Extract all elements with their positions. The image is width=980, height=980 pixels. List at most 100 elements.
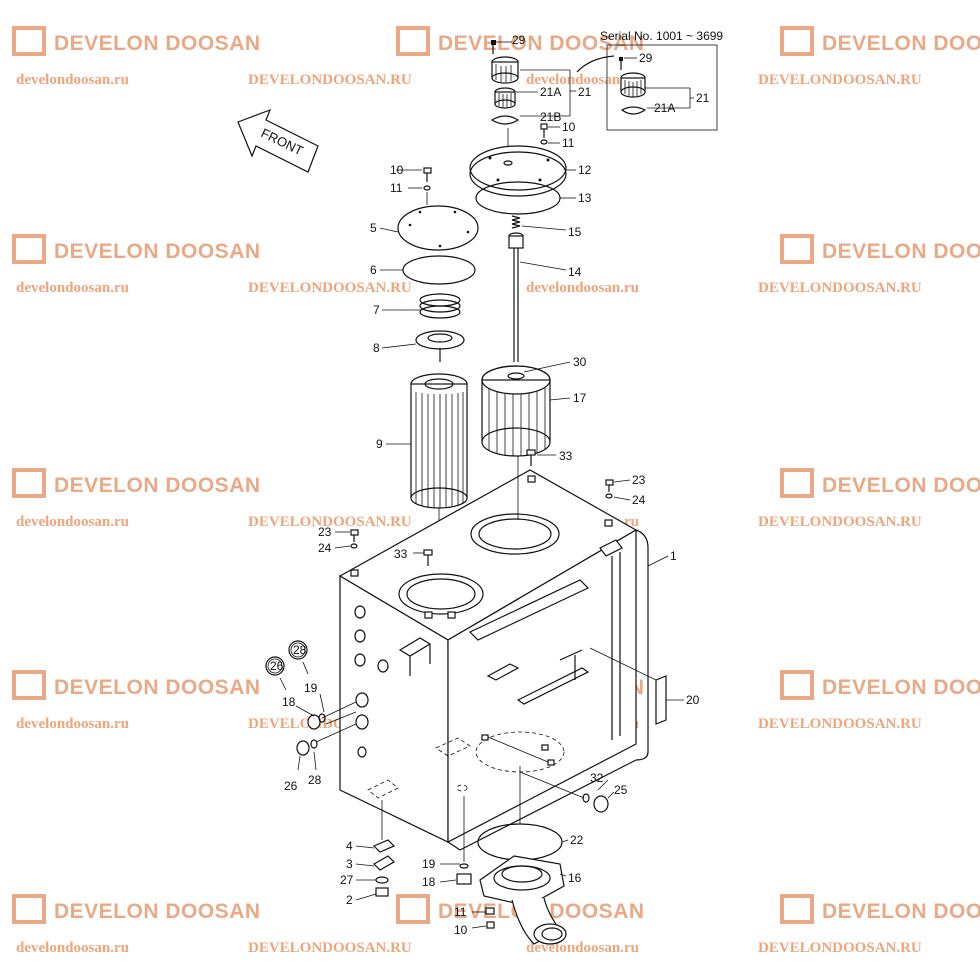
part-label: 5: [370, 221, 377, 235]
watermark-site: develondoosan.ru: [526, 280, 639, 296]
part-label: 21B: [540, 110, 561, 124]
part-label: 33: [394, 547, 408, 561]
part-label: 21A: [540, 85, 561, 99]
watermark-logo: DEVELON DOOSAN: [780, 894, 980, 924]
brand-logo-icon: [12, 894, 46, 924]
part-label: 24: [632, 493, 646, 507]
watermark-logo: DEVELON DOOSAN: [780, 26, 980, 56]
part-label: 9: [376, 437, 383, 451]
watermark-site: develondoosan.ru: [16, 280, 129, 296]
serial-box-frame: [606, 44, 718, 131]
hydraulic-tank-body: [338, 456, 684, 851]
watermark-logo: DEVELON DOOSAN: [12, 468, 261, 498]
brand-logo-icon: [12, 26, 46, 56]
brand-logo-icon: [12, 670, 46, 700]
watermark-site: DEVELONDOOSAN.RU: [248, 280, 412, 296]
part-label: 33: [559, 449, 573, 463]
watermark-brand: DEVELON DOOSAN: [54, 474, 261, 497]
watermark-brand: DEVELON DOOSAN: [54, 32, 261, 55]
part-label: 29: [512, 33, 526, 47]
brand-logo-icon: [780, 670, 814, 700]
watermark-brand: DEVELON DOOSAN: [54, 676, 261, 699]
brand-logo-icon: [780, 234, 814, 264]
part-label: 18: [282, 695, 296, 709]
part-number-labels: 29 21 21A 21B 10 11 12 13 15 14 30 17 33…: [270, 33, 700, 937]
part-label: 28: [293, 643, 307, 657]
watermark-site: develondoosan.ru: [526, 72, 639, 88]
part-label: 23: [318, 525, 332, 539]
watermark-site: DEVELONDOOSAN.RU: [758, 716, 922, 732]
part-label: 8: [373, 341, 380, 355]
watermark-logo: DEVELON DOOSAN: [396, 26, 644, 56]
return-filter-element: [481, 361, 571, 457]
watermark-logo: DEVELON DOOSAN: [12, 894, 261, 924]
bottom-plug: [439, 796, 472, 885]
breather-cap-assembly: [490, 40, 576, 150]
part-label: 19: [304, 681, 318, 695]
part-label: 2: [346, 893, 353, 907]
brand-logo-icon: [780, 468, 814, 498]
watermark-site: develondoosan.ru: [16, 716, 129, 732]
watermark-site: DEVELONDOOSAN.RU: [758, 514, 922, 530]
part-label: 26: [270, 659, 284, 673]
watermark-logo: DEVELON DOOSAN: [780, 670, 980, 700]
watermark-site: DEVELONDOOSAN.RU: [248, 72, 412, 88]
filter-rod: [508, 232, 567, 362]
watermark-logo: DEVELON DOOSAN: [12, 234, 261, 264]
watermark-logo: DEVELON DOOSAN: [780, 234, 980, 264]
part-label: 22: [570, 833, 584, 847]
brand-logo-icon: [12, 468, 46, 498]
watermark-brand: DEVELON DOOSAN: [822, 474, 980, 497]
part-label: 1: [670, 549, 677, 563]
cover-o-ring: [475, 181, 576, 215]
part-label: 20: [686, 693, 700, 707]
part-label: 10: [390, 163, 404, 177]
part-label: 11: [390, 181, 403, 195]
watermark-site: DEVELONDOOSAN.RU: [758, 72, 922, 88]
bolt-33-left: [413, 549, 433, 566]
part-label: 27: [340, 873, 354, 887]
bolt-33-top: [526, 449, 556, 466]
brand-logo-icon: [780, 26, 814, 56]
part-label: 21: [578, 85, 592, 99]
watermark-brand: DEVELON DOOSAN: [822, 900, 980, 923]
watermark-site: DEVELONDOOSAN.RU: [248, 940, 412, 956]
part-label: 25: [614, 783, 628, 797]
bolt-23-left: [334, 529, 359, 549]
watermark-brand: DEVELON DOOSAN: [54, 900, 261, 923]
front-arrow-icon: FRONT: [237, 108, 319, 173]
watermark-brand: DEVELON DOOSAN: [822, 676, 980, 699]
part-label: 17: [573, 391, 587, 405]
part-label: 26: [284, 779, 298, 793]
part-label: 16: [568, 871, 582, 885]
drain-plugs-left: [265, 640, 357, 771]
part-label: 4: [346, 839, 353, 853]
brand-logo-icon: [396, 26, 430, 56]
watermark-brand: DEVELON DOOSAN: [54, 240, 261, 263]
part-label: 24: [318, 541, 332, 555]
brand-logo-icon: [780, 894, 814, 924]
part-label: 32: [590, 771, 604, 785]
part-label: 14: [568, 265, 582, 279]
brand-logo-icon: [396, 894, 430, 924]
part-label: 11: [454, 905, 467, 919]
part-label: 7: [373, 303, 380, 317]
serial-label-21a: 21A: [654, 101, 675, 115]
watermark-logo: DEVELON DOOSAN: [780, 468, 980, 498]
part-label: 12: [578, 163, 592, 177]
watermark-site: develondoosan.ru: [16, 940, 129, 956]
part-label: 6: [370, 263, 377, 277]
part-label: 11: [562, 136, 575, 150]
watermark-brand: DEVELON DOOSAN: [822, 32, 980, 55]
tank-cover-plate: [469, 145, 576, 197]
part-label: 13: [578, 191, 592, 205]
drain-plug-right: [519, 771, 615, 813]
suction-pipe: [471, 766, 569, 945]
brand-logo-icon: [12, 234, 46, 264]
serial-number-inset: Serial No. 1001 ~ 3699 29 21 21A: [576, 29, 723, 131]
part-label: 3: [346, 857, 353, 871]
watermark-site: DEVELONDOOSAN.RU: [248, 514, 412, 530]
watermark-site: develondoosan.ru: [16, 514, 129, 530]
watermark-logo: DEVELON DOOSAN: [12, 670, 261, 700]
watermark-site: DEVELONDOOSAN.RU: [758, 280, 922, 296]
